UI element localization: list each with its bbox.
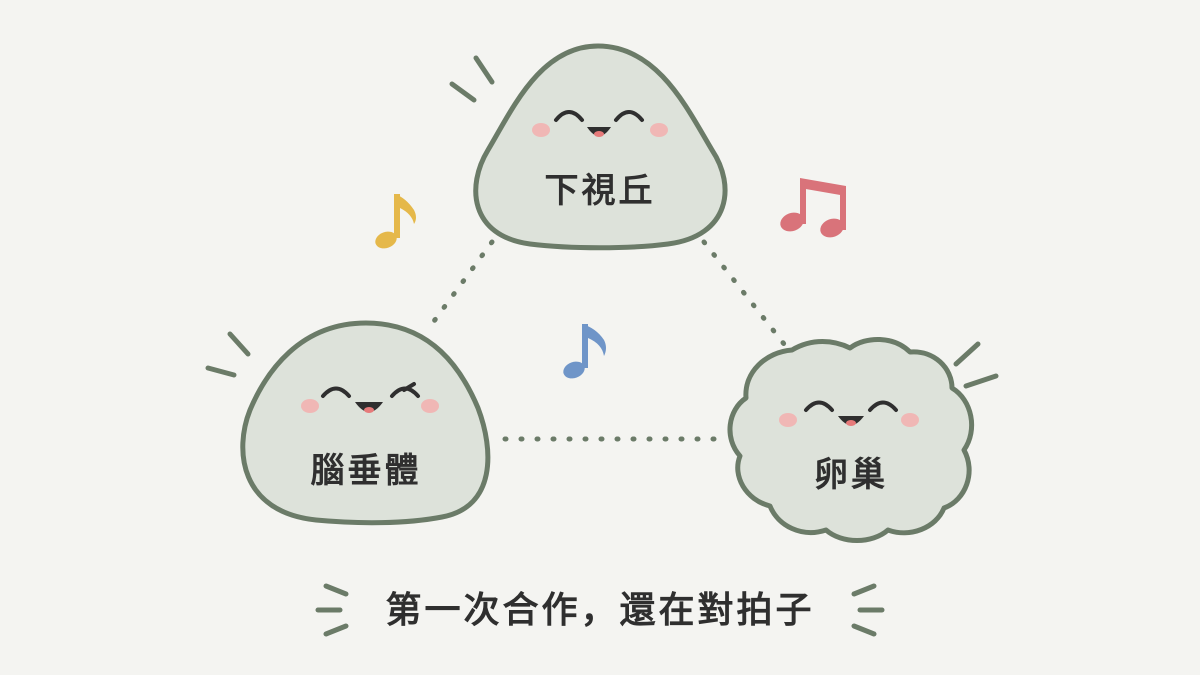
node-pituitary: 腦垂體: [205, 320, 491, 526]
excitement-lines-icon: [449, 55, 495, 103]
node-label-pituitary: 腦垂體: [311, 451, 422, 491]
blob-top-outline: [473, 43, 728, 251]
connector-top-right: [701, 239, 787, 347]
smiling-face-icon: [779, 400, 919, 427]
eighth-note-icon: [563, 324, 606, 379]
beamed-notes-icon: [780, 178, 846, 238]
excitement-lines-icon: [205, 331, 251, 378]
node-hypothalamus: 下視丘: [449, 43, 728, 251]
caption-decoration-left: [315, 583, 349, 637]
blob-right-outline: [727, 336, 975, 543]
caption-decoration-right: [851, 583, 885, 637]
node-label-ovary: 卵巢: [814, 455, 888, 495]
smiling-face-icon: [532, 110, 668, 137]
node-label-hypothalamus: 下視丘: [545, 171, 656, 211]
connector-top-left: [423, 239, 495, 335]
node-ovary: 卵巢: [727, 336, 999, 543]
excitement-lines-icon: [953, 341, 999, 389]
blob-left-outline: [240, 320, 491, 526]
eighth-note-icon: [375, 194, 416, 249]
caption-text: 第一次合作，還在對拍子: [385, 590, 814, 631]
winking-face-icon: [301, 382, 439, 413]
